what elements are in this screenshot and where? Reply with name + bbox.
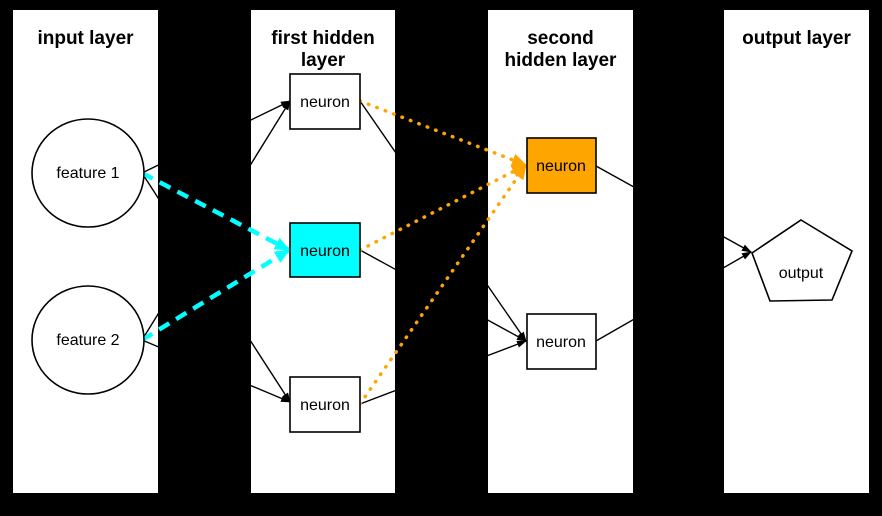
node-label-output: output xyxy=(779,265,824,282)
edge-h1mid-to-h2top-highlight xyxy=(358,163,528,252)
node-label-h1-top: neuron xyxy=(300,94,350,111)
node-h2-top-highlighted xyxy=(526,137,597,194)
second-hidden-layer-title: second hidden layer xyxy=(488,10,633,72)
node-feature2 xyxy=(31,285,145,395)
edge-feature2-to-h1bottom xyxy=(141,339,291,403)
second-hidden-layer-title-line1: second xyxy=(527,28,594,49)
node-label-feature2: feature 2 xyxy=(56,332,119,349)
panel-second-hidden-layer: second hidden layer xyxy=(488,10,633,493)
edge-h1bottom-to-h2top-highlight xyxy=(358,163,528,406)
node-label-h1-bottom: neuron xyxy=(300,397,350,414)
output-layer-title-line: output layer xyxy=(742,28,851,49)
edge-h2bottom-to-output xyxy=(595,251,752,342)
node-h1-mid-highlighted xyxy=(289,222,361,278)
edge-feature1-to-h1mid-highlight xyxy=(140,171,291,252)
node-feature1 xyxy=(31,118,145,228)
node-h2-bottom xyxy=(526,313,597,370)
panel-input-layer: input layer xyxy=(13,10,158,493)
node-label-h2-top: neuron xyxy=(536,158,586,175)
edge-h1top-to-h2top-highlight xyxy=(358,99,528,167)
node-label-feature1: feature 1 xyxy=(56,165,119,182)
second-hidden-layer-title-line2: hidden layer xyxy=(504,50,617,71)
edge-h2top-to-output xyxy=(595,165,752,253)
edge-feature1-to-h1top xyxy=(141,100,291,174)
node-label-h2-bottom: neuron xyxy=(536,334,586,351)
node-label-h1-mid: neuron xyxy=(300,243,350,260)
output-layer-title: output layer xyxy=(724,10,869,50)
first-hidden-layer-title-line1: first hidden xyxy=(271,28,375,49)
edge-feature2-to-h1mid-highlight xyxy=(140,248,291,342)
node-h1-top xyxy=(289,73,361,130)
first-hidden-layer-title: first hidden layer xyxy=(251,10,395,72)
first-hidden-layer-title-line2: layer xyxy=(300,50,346,71)
edge-h1bottom-to-h2bottom xyxy=(359,340,527,405)
edge-h1top-to-h2bottom xyxy=(359,100,527,342)
edge-feature2-to-h1top xyxy=(141,100,291,341)
edge-feature1-to-h1bottom xyxy=(141,172,291,403)
input-layer-title: input layer xyxy=(13,10,158,50)
edge-h1mid-to-h2bottom xyxy=(359,249,527,342)
node-output-pentagon xyxy=(751,219,853,302)
input-layer-title-line: input layer xyxy=(37,28,134,49)
node-h1-bottom xyxy=(289,376,361,433)
